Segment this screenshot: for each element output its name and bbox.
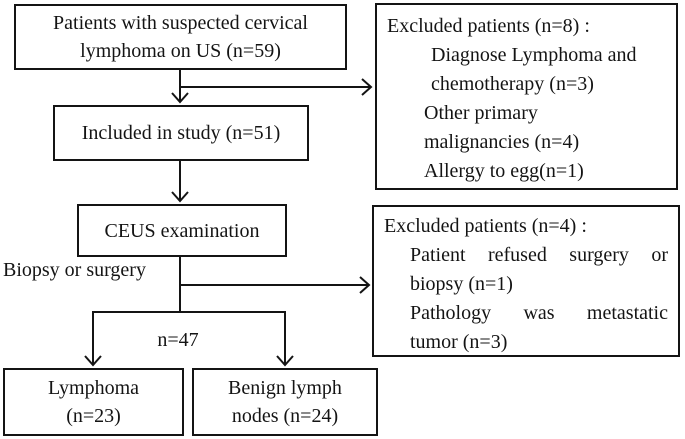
excluded-top-item: chemotherapy (n=3) <box>431 73 594 95</box>
excluded-top-item: Diagnose Lymphoma and <box>431 44 637 66</box>
excluded-bottom-item: tumor (n=3) <box>410 331 508 353</box>
label-n47: n=47 <box>157 329 199 351</box>
box-patients-line-2: lymphoma on US (n=59) <box>80 40 281 62</box>
box-excluded-bottom: Excluded patients (n=4) : Patient refuse… <box>372 205 680 357</box>
excluded-bottom-title: Excluded patients (n=4) : <box>384 215 587 237</box>
box-excluded-top: Excluded patients (n=8) : Diagnose Lymph… <box>375 3 678 190</box>
box-benign-lymph-nodes: Benign lymph nodes (n=24) <box>192 368 378 436</box>
excluded-bottom-item: biopsy (n=1) <box>410 273 513 295</box>
excluded-top-item: malignancies (n=4) <box>424 131 580 153</box>
excluded-bottom-item: Patient refused surgery or <box>410 244 668 266</box>
box-benign-line-2: nodes (n=24) <box>231 405 339 427</box>
box-lymphoma: Lymphoma (n=23) <box>3 368 184 436</box>
box-included-line: Included in study (n=51) <box>81 122 281 144</box>
arrowhead-right-excluded-top <box>361 78 373 96</box>
arrowhead-down-ceus <box>171 191 189 203</box>
arrowhead-right-excluded-bottom <box>359 276 371 294</box>
excluded-top-title: Excluded patients (n=8) : <box>387 15 590 37</box>
box-patients-suspected: Patients with suspected cervical lymphom… <box>14 4 347 70</box>
box-patients-line-1: Patients with suspected cervical <box>53 12 308 34</box>
box-benign-line-1: Benign lymph <box>228 377 342 399</box>
label-biopsy-or-surgery: Biopsy or surgery <box>3 259 146 281</box>
box-lymphoma-line-2: (n=23) <box>66 405 121 427</box>
arrowhead-down-benign <box>276 355 294 367</box>
box-ceus-line: CEUS examination <box>104 219 260 242</box>
excluded-top-item: Allergy to egg(n=1) <box>424 160 584 182</box>
arrowhead-down-included <box>171 92 189 104</box>
box-lymphoma-line-1: Lymphoma <box>47 377 140 399</box>
excluded-top-item: Other primary <box>424 102 538 124</box>
arrowhead-down-lymphoma <box>84 355 102 367</box>
box-included-in-study: Included in study (n=51) <box>53 105 309 161</box>
box-ceus-examination: CEUS examination <box>77 204 287 257</box>
excluded-bottom-item: Pathology was metastatic <box>410 302 668 324</box>
